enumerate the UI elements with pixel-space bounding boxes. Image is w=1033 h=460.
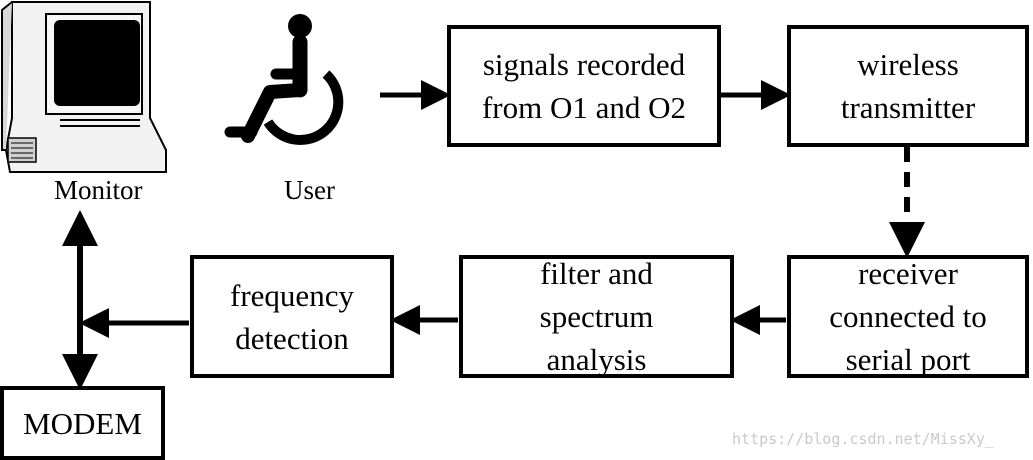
monitor-icon	[1, 1, 167, 173]
signals-recorded-box: signals recorded from O1 and O2	[447, 25, 721, 147]
box-line: analysis	[546, 342, 647, 377]
filter-spectrum-box: filter and spectrum analysis	[459, 255, 734, 378]
box-line: connected to	[829, 299, 987, 334]
user-label: User	[284, 175, 335, 205]
box-line: wireless	[857, 47, 959, 82]
box-line: from O1 and O2	[481, 90, 687, 125]
box-line: signals recorded	[482, 47, 686, 82]
box-line: frequency	[230, 277, 354, 313]
box-line: filter and	[540, 256, 653, 291]
box-line: transmitter	[840, 90, 976, 125]
watermark: https://blog.csdn.net/MissXy_	[732, 430, 994, 448]
wheelchair-user-icon	[224, 14, 344, 145]
box-line: receiver	[858, 256, 958, 291]
box-line: detection	[235, 320, 349, 356]
modem-box: MODEM	[0, 386, 165, 460]
wireless-transmitter-box: wireless transmitter	[787, 25, 1029, 147]
box-line: MODEM	[23, 405, 142, 441]
box-line: spectrum	[539, 299, 654, 334]
monitor-label: Monitor	[54, 175, 143, 205]
box-line: serial port	[845, 342, 971, 377]
receiver-box: receiver connected to serial port	[787, 255, 1029, 378]
frequency-detection-box: frequency detection	[190, 255, 394, 378]
